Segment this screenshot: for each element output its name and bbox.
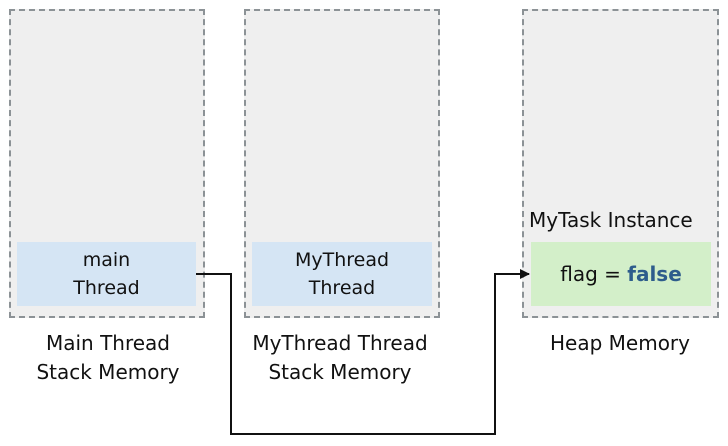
main-thread-frame-line-1: main	[82, 249, 131, 271]
mytask-instance-box: flag = false	[531, 242, 711, 306]
caption-line: MyThread Thread	[252, 331, 428, 355]
main-thread-stack-caption: Main Thread Stack Memory	[0, 329, 216, 387]
flag-field-label: flag =	[560, 262, 621, 286]
caption-line: Stack Memory	[268, 360, 412, 384]
main-thread-frame-line-2: Thread	[73, 277, 140, 299]
mythread-stack-caption: MyThread Thread Stack Memory	[230, 329, 450, 387]
caption-line: Main Thread	[45, 331, 171, 355]
mythread-frame-line-1: MyThread	[294, 249, 390, 271]
main-thread-frame: main Thread	[17, 242, 196, 306]
mytask-instance-title: MyTask Instance	[529, 208, 693, 232]
mythread-frame-line-2: Thread	[308, 277, 376, 299]
heap-memory-caption: Heap Memory	[510, 329, 728, 358]
caption-line: Stack Memory	[36, 360, 180, 384]
flag-field-value: false	[627, 262, 682, 286]
mythread-frame: MyThread Thread	[252, 242, 432, 306]
caption-line: Heap Memory	[550, 331, 690, 355]
